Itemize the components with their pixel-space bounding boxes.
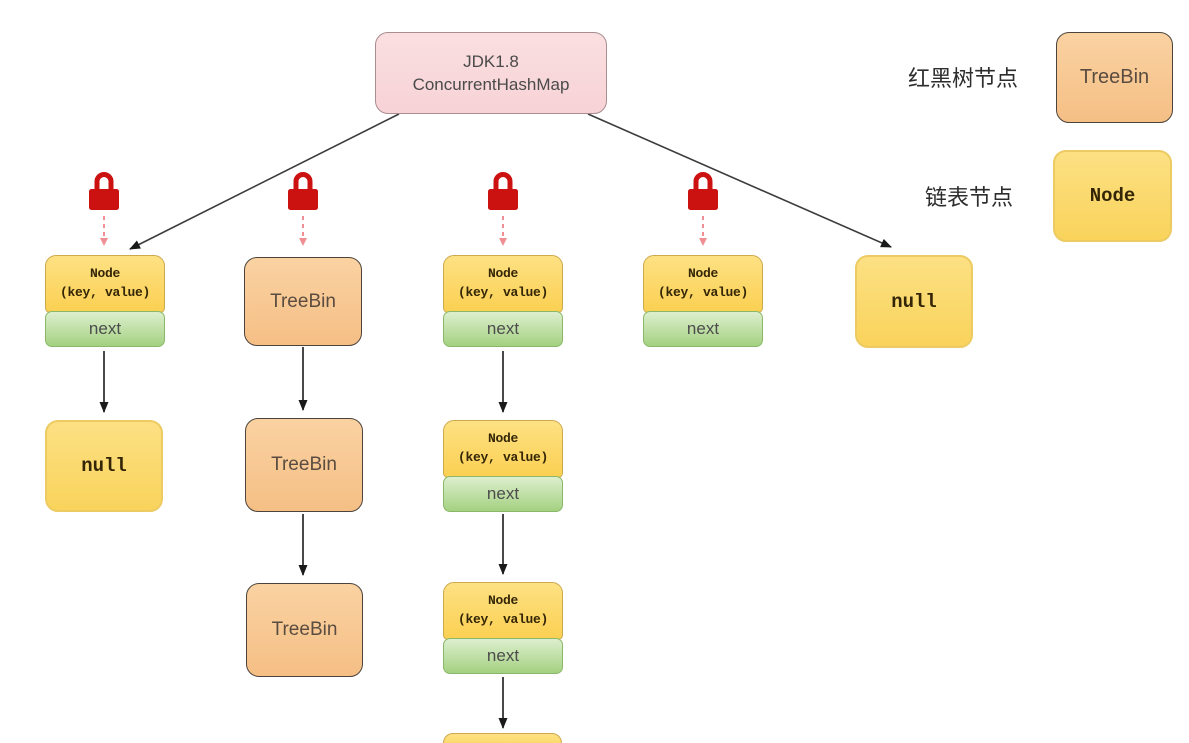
node-params: (key, value) bbox=[457, 612, 548, 627]
bucket2-node3: Node (key, value) next bbox=[443, 582, 563, 674]
node-title: Node bbox=[487, 431, 518, 447]
bucket0-node: Node (key, value) next bbox=[45, 255, 165, 347]
node-title: Node bbox=[487, 266, 518, 282]
legend-node-box: Node bbox=[1053, 150, 1172, 242]
bucket2-node4-partial bbox=[443, 733, 562, 743]
bucket4-null: null bbox=[855, 255, 973, 348]
node-next-section: next bbox=[443, 638, 563, 674]
lock-icon bbox=[89, 172, 119, 210]
lock-icon bbox=[688, 172, 718, 210]
node-params: (key, value) bbox=[657, 285, 748, 300]
arrow-root-to-bucket4 bbox=[587, 113, 892, 248]
legend-treebin-box: TreeBin bbox=[1056, 32, 1173, 123]
node-params: (key, value) bbox=[457, 285, 548, 300]
root-title-line1: JDK1.8 bbox=[463, 51, 519, 71]
bucket2-node2: Node (key, value) next bbox=[443, 420, 563, 512]
legend-label-red-black-tree-node: 红黑树节点 bbox=[908, 66, 1019, 91]
node-title: Node bbox=[687, 266, 718, 282]
node-key-value-section: Node (key, value) bbox=[443, 255, 563, 313]
node-next-section: next bbox=[443, 311, 563, 347]
node-title: Node bbox=[89, 266, 120, 282]
arrow-root-to-bucket0 bbox=[129, 113, 400, 250]
node-next-section: next bbox=[443, 476, 563, 512]
lock-icon bbox=[488, 172, 518, 210]
bucket0-null: null bbox=[45, 420, 163, 512]
bucket3-node: Node (key, value) next bbox=[643, 255, 763, 347]
node-key-value-section: Node (key, value) bbox=[643, 255, 763, 313]
root-title-line2: ConcurrentHashMap bbox=[412, 75, 570, 94]
bucket1-treebin3: TreeBin bbox=[246, 583, 363, 677]
legend-label-linked-list-node: 链表节点 bbox=[925, 185, 1014, 210]
node-next-section: next bbox=[45, 311, 165, 347]
node-key-value-section: Node (key, value) bbox=[443, 420, 563, 478]
node-key-value-section: Node (key, value) bbox=[443, 582, 563, 640]
node-title: Node bbox=[487, 593, 518, 609]
bucket2-node1: Node (key, value) next bbox=[443, 255, 563, 347]
node-params: (key, value) bbox=[457, 450, 548, 465]
lock-icon bbox=[288, 172, 318, 210]
node-params: (key, value) bbox=[59, 285, 150, 300]
node-next-section: next bbox=[643, 311, 763, 347]
bucket1-treebin1: TreeBin bbox=[244, 257, 362, 346]
node-key-value-section: Node (key, value) bbox=[45, 255, 165, 313]
bucket1-treebin2: TreeBin bbox=[245, 418, 363, 512]
root-node-jdk18-concurrenthashmap: JDK1.8 ConcurrentHashMap bbox=[375, 32, 607, 114]
